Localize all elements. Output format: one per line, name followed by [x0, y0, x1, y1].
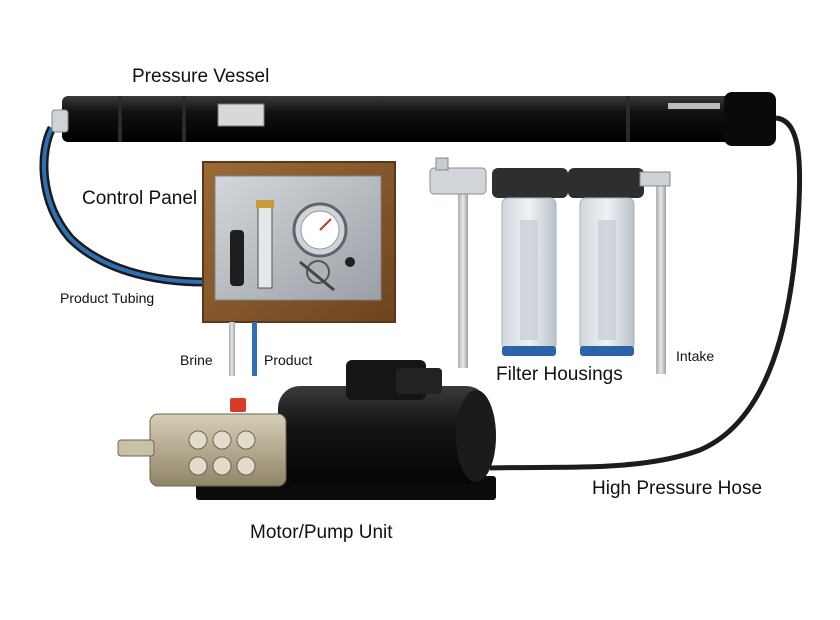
motor-pump-unit: [117, 360, 496, 500]
product-label: Product: [264, 352, 313, 368]
pressure-vessel-label: Pressure Vessel: [132, 66, 270, 87]
high-pressure-hose: [489, 115, 803, 471]
filter-housings-label: Filter Housings: [496, 364, 623, 385]
filter-housings: [492, 168, 644, 356]
brine-label: Brine: [180, 352, 213, 368]
control-panel-label: Control Panel: [82, 188, 198, 209]
control-panel: [202, 161, 396, 323]
intake-pipe: [656, 178, 666, 374]
intake-label: Intake: [676, 348, 715, 364]
motor-pump-unit-label: Motor/Pump Unit: [250, 522, 393, 543]
product-tubing-label: Product Tubing: [60, 290, 155, 306]
pressure-vessel: [51, 92, 776, 146]
high-pressure-hose-label: High Pressure Hose: [592, 478, 763, 499]
product-tube: [252, 322, 257, 376]
brine-tube: [229, 322, 235, 376]
